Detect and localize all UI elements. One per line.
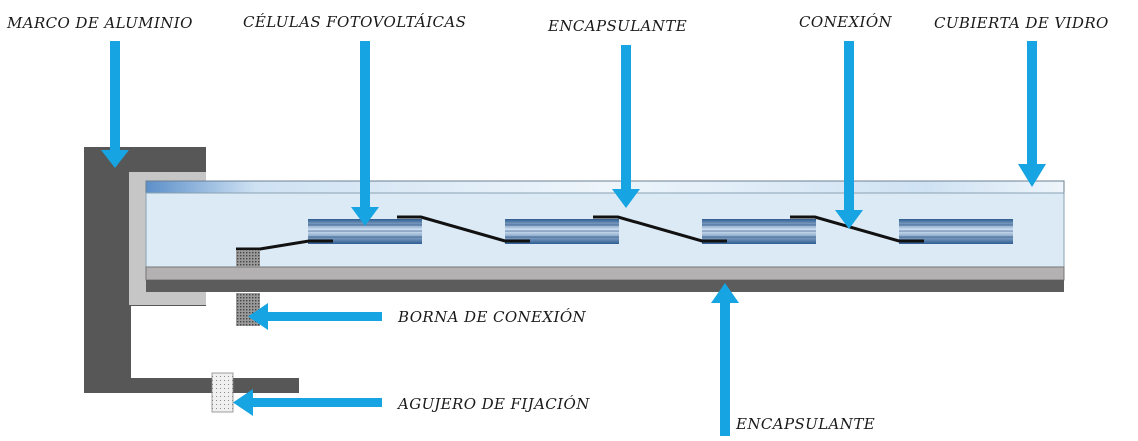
label-cubierta-vidrio: CUBIERTA DE VIDRO (934, 14, 1109, 32)
arrow-left-icon (248, 303, 382, 330)
fixing-hole (211, 372, 234, 413)
wire (593, 215, 727, 243)
wire (397, 215, 530, 243)
arrows (101, 41, 1046, 436)
interconnection-wires (236, 215, 924, 251)
wire (236, 239, 333, 251)
junction-terminal-inside (236, 250, 260, 267)
label-conexion: CONEXIÓN (799, 13, 893, 31)
glass-cover (145, 180, 1065, 194)
frame-inner-lining-top (129, 172, 206, 305)
label-agujero-fijacion: AGUJERO DE FIJACIÓN (396, 395, 590, 413)
backsheet-dark (146, 280, 1064, 292)
label-borna-conexion: BORNA DE CONEXIÓN (397, 308, 587, 326)
backsheet-light (145, 266, 1065, 281)
label-encapsulante-top: ENCAPSULANTE (547, 17, 687, 35)
label-marco-aluminio: MARCO DE ALUMINIO (6, 14, 193, 32)
arrow-left-icon (233, 389, 382, 416)
label-celulas-fotovoltaicas: CÉLULAS FOTOVOLTÁICAS (243, 13, 466, 31)
arrow-down-icon (612, 45, 640, 208)
label-encapsulante-bottom: ENCAPSULANTE (735, 415, 875, 433)
arrow-down-icon (835, 41, 863, 229)
arrow-up-icon (711, 283, 739, 436)
arrow-down-icon (1018, 41, 1046, 187)
arrow-down-icon (351, 41, 379, 226)
arrow-down-icon (101, 41, 129, 168)
wire (790, 215, 924, 243)
